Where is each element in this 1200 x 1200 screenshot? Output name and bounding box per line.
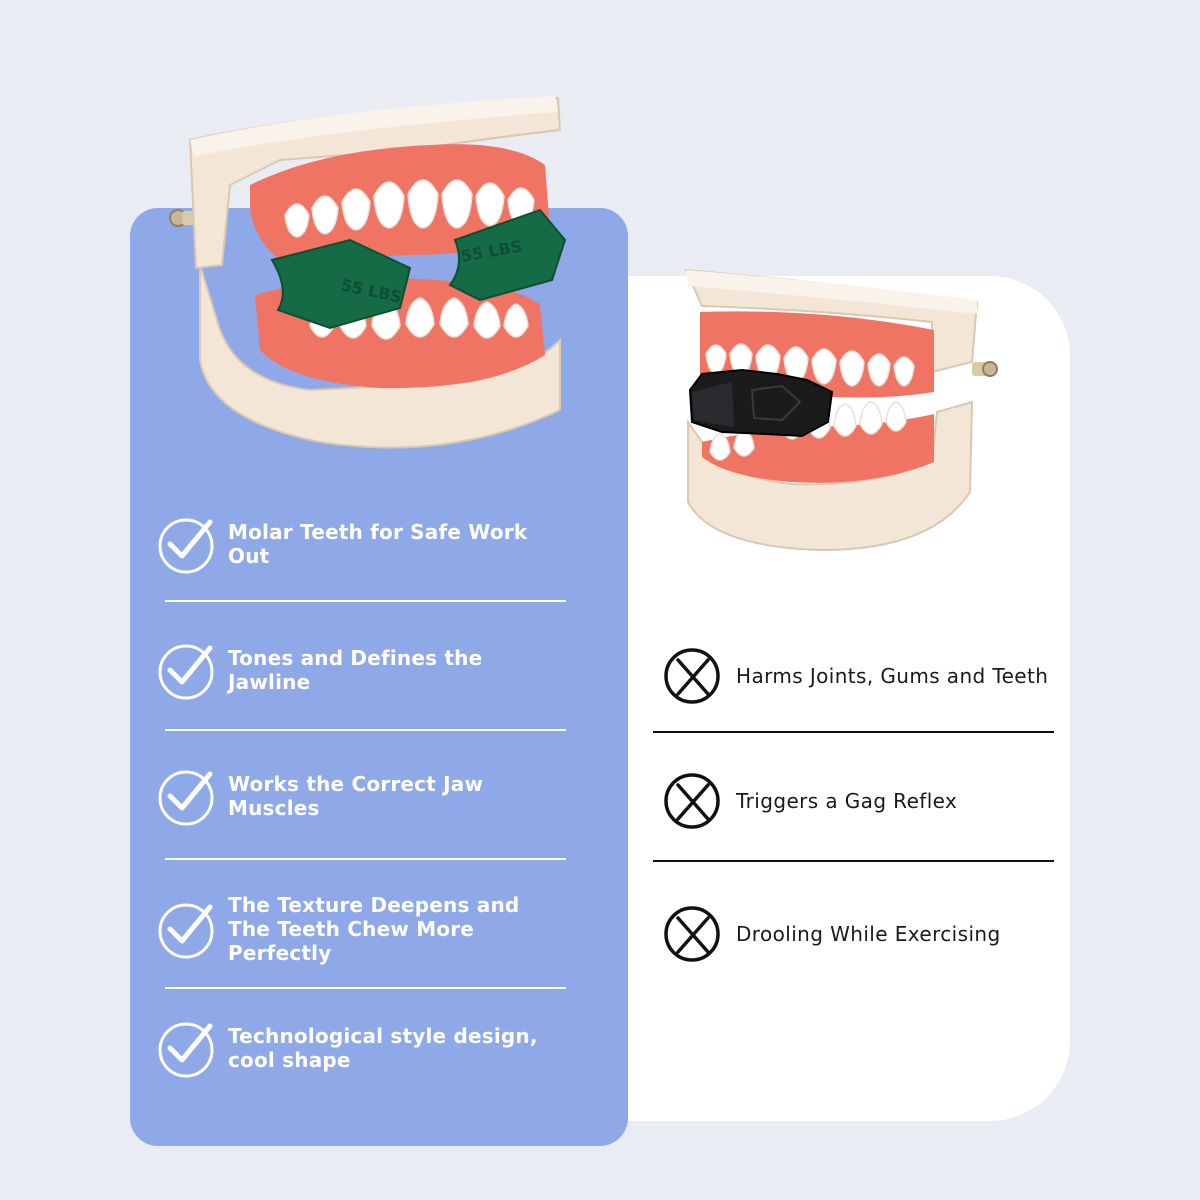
con-item: Triggers a Gag Reflex [662,771,1062,831]
pro-item: Works the Correct Jaw Muscles [156,766,566,826]
divider [653,860,1054,862]
con-item: Harms Joints, Gums and Teeth [662,646,1062,706]
dental-model-black-trainer [684,268,998,552]
divider [653,731,1054,733]
x-circle-icon [664,906,720,962]
divider [165,858,566,860]
pro-item: The Texture Deepens and The Teeth Chew M… [156,893,566,965]
dental-model-green-trainer: 55 LBS 55 LBS [169,96,567,449]
divider [165,729,566,731]
divider [165,987,566,989]
check-circle-icon [158,644,214,700]
pro-text: Works the Correct Jaw Muscles [228,772,484,820]
con-item: Drooling While Exercising [662,904,1062,964]
con-text: Drooling While Exercising [736,922,1001,946]
check-circle-icon [158,518,214,574]
pro-text: The Texture Deepens and The Teeth Chew M… [228,893,520,965]
pro-item: Technological style design, cool shape [156,1018,566,1078]
pro-item: Tones and Defines the Jawline [156,640,566,700]
x-circle-icon [664,773,720,829]
check-circle-icon [158,770,214,826]
pro-text: Tones and Defines the Jawline [228,646,483,694]
pro-item: Molar Teeth for Safe Work Out [156,514,566,574]
divider [165,600,566,602]
x-circle-icon [664,648,720,704]
check-circle-icon [158,1022,214,1078]
con-text: Triggers a Gag Reflex [736,789,958,813]
check-circle-icon [158,903,214,959]
pro-text: Molar Teeth for Safe Work Out [228,520,528,568]
con-text: Harms Joints, Gums and Teeth [736,664,1049,688]
pro-text: Technological style design, cool shape [228,1024,538,1072]
